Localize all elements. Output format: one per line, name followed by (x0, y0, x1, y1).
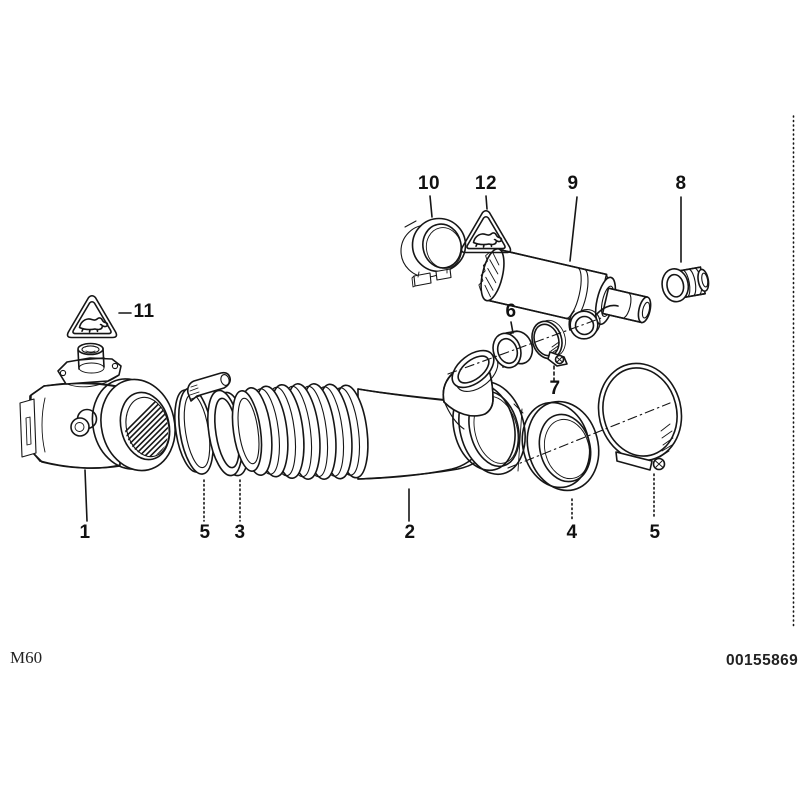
callout-label-12-1: 12 (474, 173, 498, 194)
callout-label-11-4: 11 (133, 301, 155, 322)
part-4-seal-ring (521, 400, 600, 492)
callout-label-5-12: 5 (649, 522, 661, 543)
callout-label-8-3: 8 (675, 173, 687, 194)
callout-label-4-11: 4 (566, 522, 578, 543)
part-10-holder-bracket (400, 217, 467, 288)
bellows-section (231, 383, 369, 480)
engine-code-label: M60 (10, 648, 43, 667)
callout-label-3-9: 3 (234, 522, 246, 543)
callout-label-5-8: 5 (199, 522, 211, 543)
match-marks (513, 403, 524, 472)
callout-label-10-0: 10 (417, 173, 441, 194)
part-2-intake-hose (231, 349, 526, 480)
leader-lines (84, 195, 682, 522)
callout-label-7-6: 7 (549, 378, 561, 399)
callout-label-6-5: 6 (505, 301, 517, 322)
callout-label-9-2: 9 (567, 173, 579, 194)
assembly-centerlines (447, 316, 671, 469)
leader-1 (84, 469, 88, 522)
leader-12 (485, 195, 488, 210)
part-9-idle-control-valve (478, 248, 652, 340)
part-8-connector-grommet (661, 266, 710, 303)
leader-10 (429, 195, 433, 218)
part-7-hose-clamp-small (531, 319, 568, 367)
callout-label-2-10: 2 (404, 522, 416, 543)
warning-triangle-11-icon (66, 294, 118, 339)
leader-6 (510, 321, 514, 334)
part-1-mass-air-flow-sensor (19, 342, 176, 472)
callout-label-1-7: 1 (79, 522, 91, 543)
image-number-label: 00155869 (726, 652, 799, 669)
part-5-hose-clamp-right (597, 362, 683, 471)
leader-9 (569, 196, 578, 262)
warning-triangle-12-icon (460, 209, 512, 254)
part-6-bushing (492, 330, 534, 369)
